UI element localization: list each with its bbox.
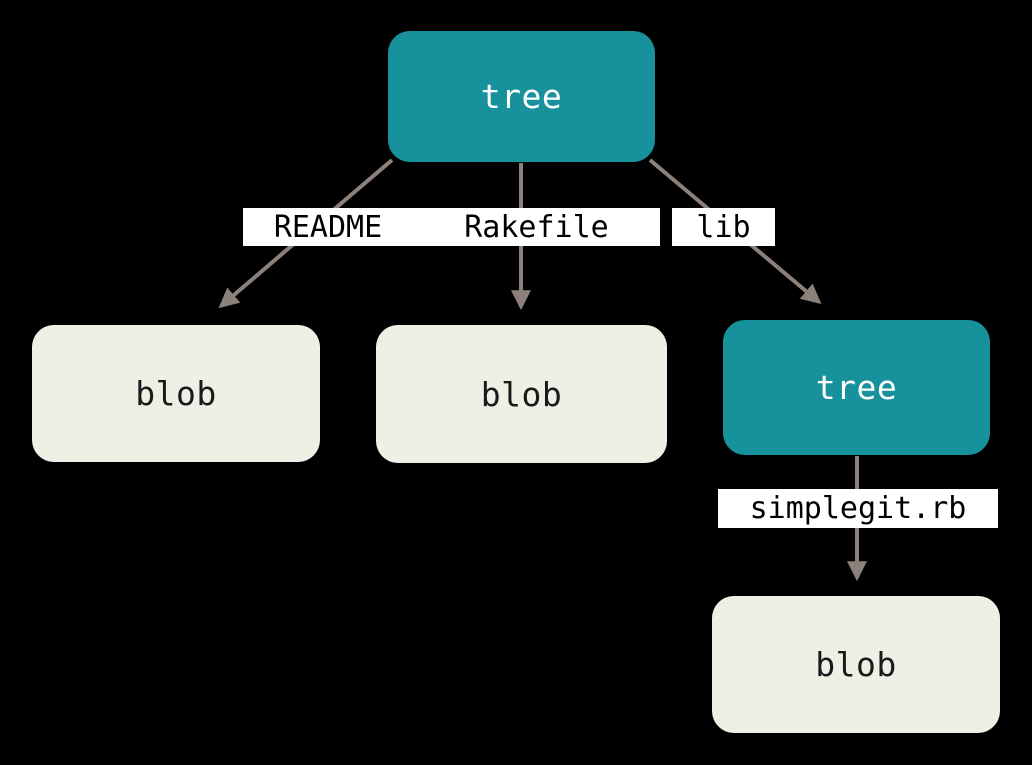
edge-label-text: lib	[696, 209, 751, 245]
edge-label-lib: lib	[672, 208, 775, 246]
node-label: blob	[815, 645, 897, 684]
node-blob-rakefile[interactable]: blob	[376, 325, 667, 463]
node-label: blob	[480, 374, 563, 414]
edge-label-text: simplegit.rb	[749, 491, 967, 526]
edge-label-simplegit: simplegit.rb	[718, 489, 998, 528]
edge-label-rakefile: Rakefile	[413, 208, 660, 246]
node-lib-tree[interactable]: tree	[723, 320, 990, 455]
node-root-tree[interactable]: tree	[388, 31, 655, 162]
edge-label-text: Rakefile	[464, 209, 609, 245]
node-label: blob	[135, 374, 217, 413]
node-blob-readme[interactable]: blob	[32, 325, 320, 462]
edge-label-readme: README	[243, 208, 413, 246]
node-blob-simplegit[interactable]: blob	[712, 596, 1000, 733]
edge-label-text: README	[273, 209, 383, 245]
node-label: tree	[480, 77, 563, 116]
node-label: tree	[815, 368, 898, 407]
